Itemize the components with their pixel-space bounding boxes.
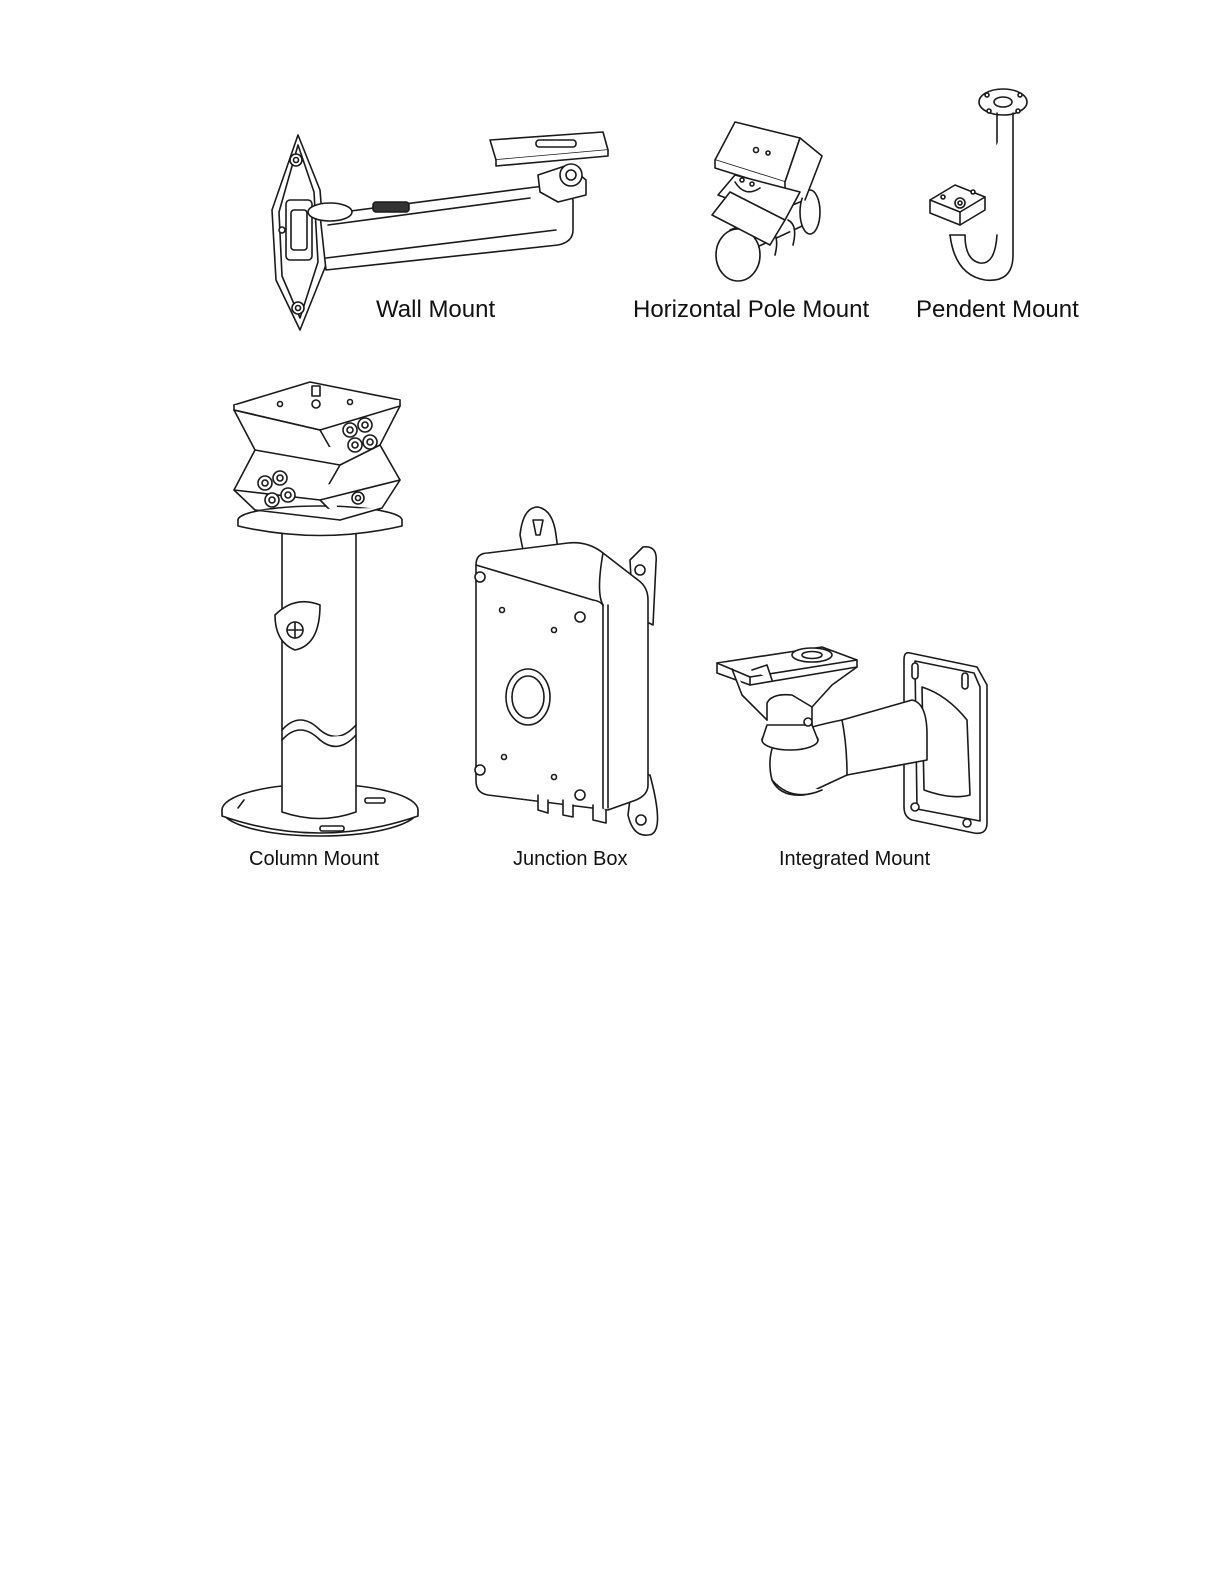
integrated-mount-figure [712, 625, 992, 840]
junction-box-label: Junction Box [513, 848, 628, 871]
wall-mount-label: Wall Mount [376, 296, 495, 324]
junction-box-figure [468, 505, 668, 845]
pendent-mount-label: Pendent Mount [916, 296, 1079, 324]
integrated-mount-label: Integrated Mount [779, 848, 930, 871]
horizontal-pole-mount-figure [700, 120, 830, 285]
pendent-mount-figure [925, 85, 1050, 285]
column-mount-label: Column Mount [249, 848, 379, 871]
column-mount-icon [220, 380, 420, 840]
column-mount-figure [220, 380, 420, 840]
horizontal-pole-mount-icon [700, 120, 830, 285]
integrated-mount-icon [712, 625, 992, 840]
horizontal-pole-mount-label: Horizontal Pole Mount [633, 296, 869, 324]
junction-box-icon [468, 505, 668, 845]
pendent-mount-icon [925, 85, 1050, 285]
